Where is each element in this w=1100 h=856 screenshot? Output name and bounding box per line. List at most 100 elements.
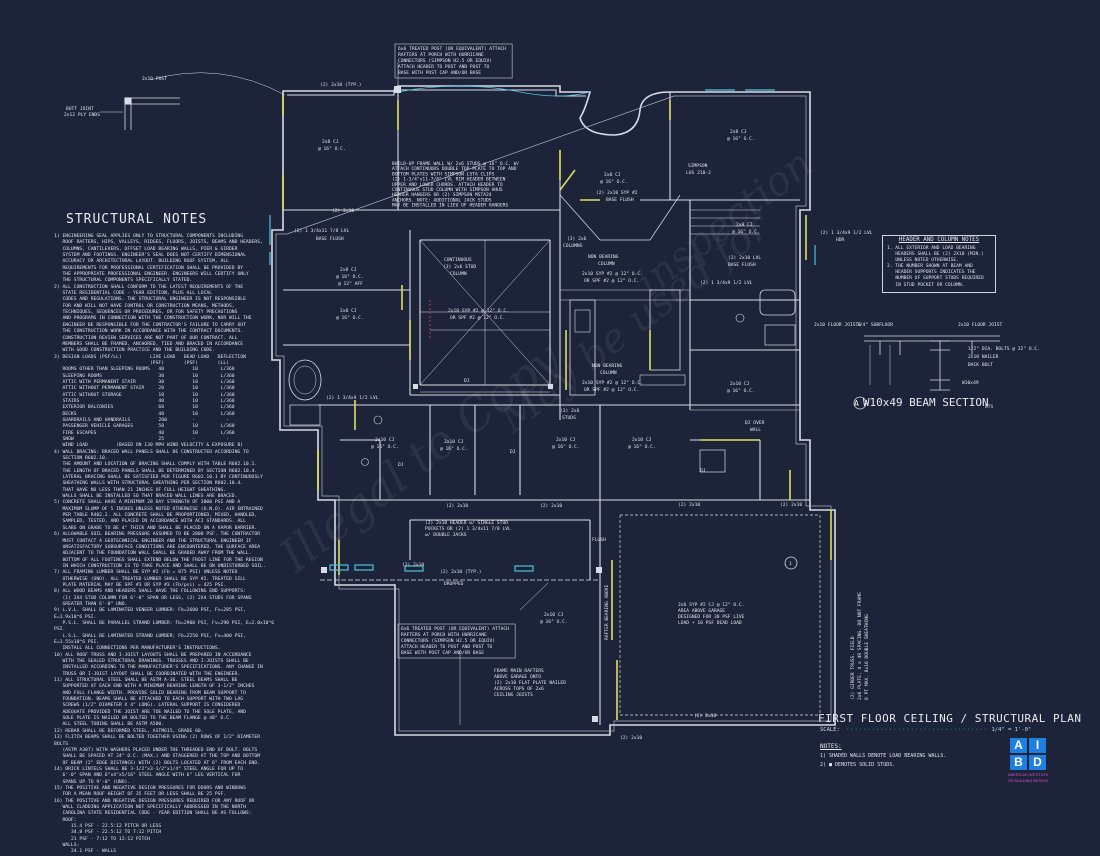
girder-truss-note: (2) GIRDER TRUSS. FIELD bbox=[850, 636, 856, 700]
center-wall-callout: HEADER HANGERS OR (2) SIMPSON MSTA24 bbox=[392, 192, 492, 198]
plan-label: LUS 210-2 bbox=[686, 170, 711, 176]
plan-label: 2x10 SYP #2 @ 12" O.C. bbox=[582, 380, 643, 386]
center-wall-callout: UPPER AND LOWER CHORDS. ATTACH HEADER TO bbox=[392, 182, 503, 188]
beam-section-label: 2x10 NAILER bbox=[968, 354, 999, 360]
logo-letter: B bbox=[1010, 755, 1027, 770]
plan-label: 2x10 CJ bbox=[375, 437, 395, 443]
plan-label: HDR bbox=[836, 237, 845, 243]
plan-label: 2x10 SYP #2 @ 12" O.C. bbox=[448, 308, 509, 314]
center-wall-callout: BOTTOM PLATES WITH SIMPSON LSTA CLIPS bbox=[392, 171, 495, 177]
plan-label: (2) 2x10 bbox=[620, 735, 642, 741]
plan-label: COLUMN bbox=[450, 271, 467, 277]
note-item: 1) SHADED WALLS DENOTE LOAD BEARING WALL… bbox=[820, 753, 947, 759]
plan-label: BASE FLUSH bbox=[316, 236, 344, 242]
center-wall-callout: BUILD-UP FRAME WALL W/ 2x6 STUDS @ 16" O… bbox=[392, 161, 519, 167]
plan-label: @ 16" O.C. bbox=[732, 229, 760, 235]
plan-label: (3) 2x6 STUD bbox=[443, 264, 476, 270]
plan-label: (2) 2x10 bbox=[332, 208, 354, 214]
plan-label: STUDS bbox=[562, 415, 576, 421]
plan-label: @ 16" O.C. bbox=[336, 274, 364, 280]
plan-label: @ 16" O.C. bbox=[600, 179, 628, 185]
center-wall-callout: CONTINUOUS STUD COLUMN WITH SIMPSON HHUS bbox=[392, 187, 503, 193]
plan-label: 2x10 CJ bbox=[730, 381, 750, 387]
beam-section-name: W10x49 BEAM SECTION bbox=[862, 396, 989, 409]
logo-line-2: OF BUILDING DESIGN bbox=[1008, 779, 1048, 783]
logo-letter: I bbox=[1029, 738, 1046, 753]
sheet-title: FIRST FLOOR CEILING / STRUCTURAL PLAN bbox=[818, 712, 1082, 725]
plan-label: (2) 2x10 bbox=[446, 503, 468, 509]
plan-label: 2x8 CJ bbox=[340, 267, 357, 273]
beam-section-label: 2x10 FLOOR JOISTS bbox=[814, 322, 861, 328]
drawing-sheet: Illegal to Copy May be used for inspecti… bbox=[54, 43, 1082, 855]
plan-annotations: 6x6 TREATED POST (OR EQUIVALENT) ATTACHR… bbox=[64, 43, 1040, 741]
logo-letter: A bbox=[1010, 738, 1027, 753]
beam-section-marker: A bbox=[854, 399, 859, 408]
plan-label: @ 16" O.C. bbox=[318, 146, 346, 152]
plan-label: 1 bbox=[789, 561, 792, 567]
logo-letter: D bbox=[1029, 755, 1046, 770]
plan-label: @ 16" O.C. bbox=[540, 619, 568, 625]
plan-label: @ 16" O.C. bbox=[552, 444, 580, 450]
frame-rafters-callout: (2) 2x10 FLAT PLATE NAILED bbox=[494, 680, 566, 686]
garage-ceiling-callout: AREA ABOVE GARAGE bbox=[678, 608, 725, 614]
detail-label: 2x10 POST bbox=[142, 76, 167, 82]
header-column-notes-body: 1. ALL EXTERIOR AND LOAD BEARING HEADERS… bbox=[887, 246, 984, 288]
note-item: 2) ■ DENOTES SOLID STUDS. bbox=[820, 762, 896, 768]
plan-label: (2) 1 3/4x9 1/2 LVL bbox=[700, 280, 753, 286]
top-post-callout: 6x6 TREATED POST (OR EQUIVALENT) ATTACH bbox=[398, 46, 506, 52]
plan-label: DROPPED bbox=[444, 581, 464, 587]
plan-label: 2x8 CJ bbox=[604, 172, 621, 178]
plan-label: COLUMNS bbox=[563, 243, 583, 249]
beam-section-label: BACK BOLT bbox=[968, 362, 993, 368]
girder-truss-note: 8 PT MAX. 8x16 DOUBLE SHEATHING bbox=[864, 614, 870, 700]
beam-section-label: 2x10 FLOOR JOIST bbox=[958, 322, 1002, 328]
scale-leader: ································· bbox=[845, 727, 989, 733]
frame-rafters-callout: CEILING JOISTS bbox=[494, 692, 533, 698]
bottom-post-callout: RAFTERS AT PORCH WITH HURRICANE bbox=[401, 632, 487, 638]
garage-ceiling-callout: DESIGNED FOR 30 PSF LIVE bbox=[678, 614, 745, 620]
plan-label: 2x10 CJ bbox=[556, 437, 576, 443]
plan-label: (3) 2x6 bbox=[567, 236, 587, 242]
center-wall-callout: ANCHORS. NOTE: ADDITIONAL JACK STUDS bbox=[392, 197, 492, 203]
plan-label: NON BEARING bbox=[592, 363, 623, 369]
plan-label: 2x10 CJ bbox=[544, 612, 564, 618]
center-wall-callout: ATTACH CONTINUOUS DOUBLE TOP PLATE TO TO… bbox=[392, 166, 517, 172]
plan-label: @ 16" O.C. bbox=[628, 444, 656, 450]
top-post-callout: RAFTERS AT PORCH WITH HURRICANE bbox=[398, 52, 484, 58]
center-wall-callout: (2) 1-3/4"x11-7/8" LVL RIM HEADER BETWEE… bbox=[392, 177, 506, 183]
plan-label: (2) 2x10 bbox=[694, 713, 716, 719]
top-post-callout: CONNECTORS (SIMPSON H2.5 OR EQUIV) bbox=[398, 58, 492, 64]
scale-label: SCALE: bbox=[820, 727, 840, 733]
top-post-callout-box bbox=[394, 43, 513, 79]
plan-label: OR SPF #2 @ 12" O.C. bbox=[584, 387, 639, 393]
aibd-logo: A I B D AMERICAN INSTITUTE OF BUILDING D… bbox=[1008, 738, 1048, 796]
plan-label: @ 16" O.C. bbox=[727, 388, 755, 394]
plan-label: 2x8 CJ bbox=[340, 308, 357, 314]
plan-label: FLUSH bbox=[592, 537, 606, 543]
plan-label: RAFTER BEARING ABOVE bbox=[604, 584, 610, 640]
plan-label: @ 16" O.C. bbox=[440, 446, 468, 452]
plan-label: (2) 2x10 LVL bbox=[728, 255, 761, 261]
structural-notes-body: 1) ENGINEERING SEAL APPLIES ONLY TO STRU… bbox=[54, 234, 275, 855]
bottom-post-callout: ATTACH HEADER TO POST AND POST TO bbox=[401, 644, 493, 650]
plan-label: BASE FLUSH bbox=[606, 197, 634, 203]
plan-label: 2x8 CJ bbox=[730, 129, 747, 135]
plan-label: (2) 1 3/4x9 1/2 LVL bbox=[326, 395, 379, 401]
bottom-post-callout: BASE WITH POST CAP AND/OR BASE bbox=[401, 650, 484, 656]
plan-label: DJ bbox=[700, 468, 706, 474]
plan-label: @ 16" O.C. bbox=[336, 315, 364, 321]
plan-label: DJ bbox=[510, 449, 516, 455]
top-post-callout: ATTACH HEADER TO POST AND POST TO bbox=[398, 64, 490, 70]
scale-value: 1/4" = 1'-0" bbox=[991, 727, 1032, 733]
frame-rafters-callout: ACROSS TOPS OF 2x6 bbox=[494, 686, 544, 692]
plan-label: NON BEARING bbox=[588, 254, 619, 260]
plan-label: (2) 2x10 bbox=[540, 503, 562, 509]
notes-heading: NOTES: bbox=[820, 743, 842, 750]
header-pockets-callout: w/ DOUBLE JACKS bbox=[425, 532, 467, 538]
plan-label: DJ bbox=[464, 378, 470, 384]
plan-label: 2x10 CJ bbox=[444, 439, 464, 445]
header-column-notes-box: HEADER AND COLUMN NOTES 1. ALL EXTERIOR … bbox=[882, 235, 996, 293]
bottom-post-callout: CONNECTORS (SIMPSON H2.5 OR EQUIV) bbox=[401, 638, 495, 644]
plan-label: BASE FLUSH bbox=[728, 262, 756, 268]
